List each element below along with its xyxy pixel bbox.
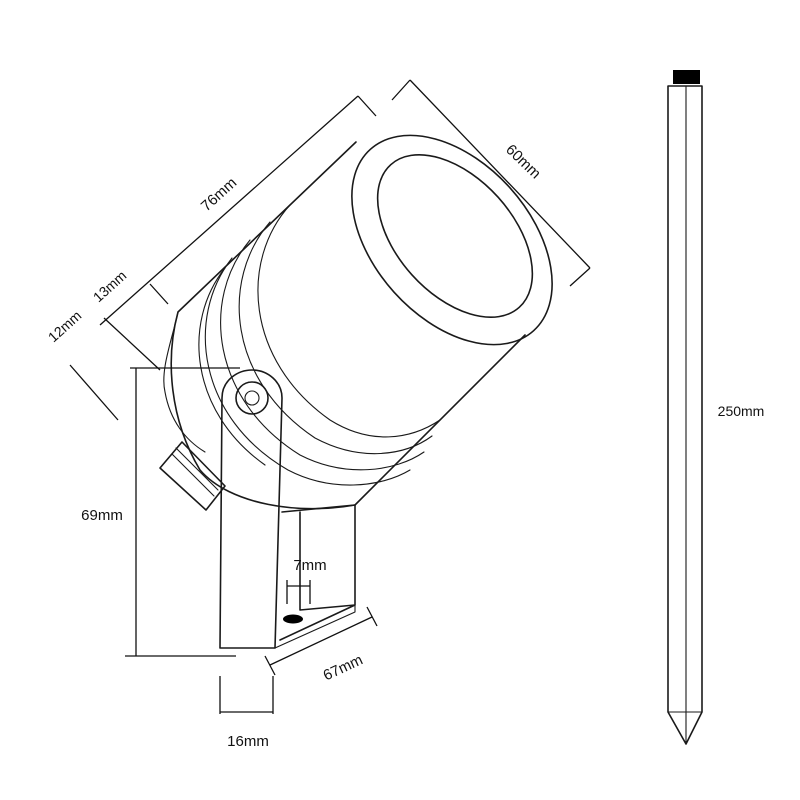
heatsink-fin-1 [257,204,441,438]
dim-height: 69mm [81,367,240,657]
dim-slot: 7mm [286,557,327,604]
cable-gland-ring [171,447,219,497]
heatsink-fin-3 [220,239,425,471]
label-60mm: 60mm [502,141,544,182]
label-69mm: 69mm [81,507,123,524]
lamp-rear-face [163,311,206,453]
pivot-knob-inner [244,390,260,406]
lamp-head [163,134,553,510]
mounting-bracket [219,369,356,649]
spike-body [667,85,703,745]
label-67mm: 67mm [321,651,366,684]
dim-spike-length: 250mm [718,403,765,419]
mounting-slot [283,614,303,624]
label-13mm: 13mm [90,267,130,305]
bracket-arm [219,369,283,649]
cable-gland [159,441,226,511]
bracket-base [279,504,356,641]
label-12mm: 12mm [45,307,85,345]
ground-spike [667,70,703,745]
pivot-knob-outer [235,381,269,415]
heatsink-fin-4 [204,257,411,486]
label-76mm: 76mm [198,174,240,215]
dim-base-length: 67mm [264,606,378,684]
cable-gland-outline [159,441,226,511]
heatsink-fin-2 [238,221,433,455]
bracket-base-edge [274,604,356,649]
lamp-lens [376,153,534,319]
heatsink-fin-5 [198,267,266,466]
label-250mm: 250mm [718,403,765,419]
dim-offsets: 13mm 12mm [45,267,161,421]
spike-cap [673,70,700,84]
label-7mm: 7mm [293,557,326,574]
label-16mm: 16mm [227,733,269,750]
lamp-bezel-outer [351,134,553,346]
dim-diameter: 60mm [391,79,591,287]
dim-length: 76mm [99,95,377,326]
dim-bracket-width: 16mm [219,676,274,750]
